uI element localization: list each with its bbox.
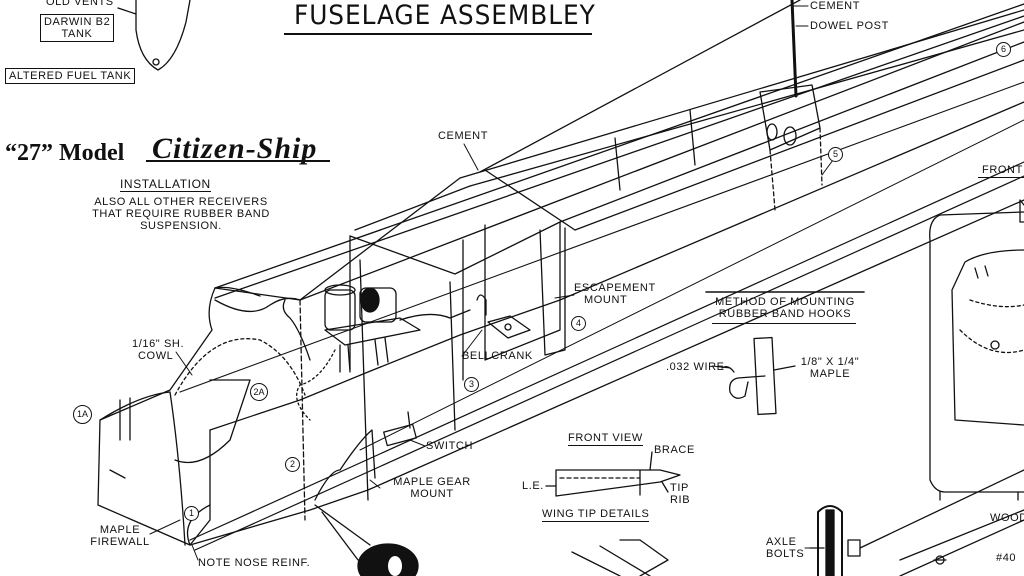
- escapement-engine: [282, 284, 471, 421]
- model-prefix: “27” Model: [5, 140, 125, 166]
- installation-heading: INSTALLATION: [120, 177, 211, 192]
- tip-rib-line: TIP: [670, 482, 689, 494]
- axle-bolts-label: AXLE BOLTS: [766, 536, 804, 560]
- callout-1a: 1A: [73, 405, 92, 424]
- dowel-post-label: DOWEL POST: [810, 20, 889, 32]
- maple-gear-line: MAPLE GEAR: [393, 476, 471, 488]
- maple-size-line: MAPLE: [809, 368, 851, 380]
- front-partial-label: FRONT: [982, 164, 1023, 176]
- cement-top-label: CEMENT: [810, 0, 861, 12]
- wing-tip-perspective: [571, 539, 669, 576]
- cowl-line: 1/16" SH.: [132, 338, 185, 350]
- installation-note-line: ALSO ALL OTHER RECEIVERS: [94, 196, 268, 208]
- wheel-detail: [357, 469, 1024, 576]
- escapement-line: MOUNT: [584, 294, 628, 306]
- maple-size-line: 1/8" X 1/4": [800, 356, 860, 368]
- wood-partial-label: WOOD: [990, 512, 1024, 524]
- wire-label: .032 WIRE: [666, 361, 725, 373]
- model-underline: [146, 160, 330, 162]
- installation-note: ALSO ALL OTHER RECEIVERS THAT REQUIRE RU…: [88, 196, 274, 232]
- leader-lines: [99, 5, 834, 561]
- method-rule: [712, 323, 856, 324]
- escapement-mount-label: ESCAPEMENT MOUNT: [574, 282, 656, 306]
- fuselage-frame: [97, 0, 1024, 561]
- darwin-tank-line: DARWIN B2: [44, 16, 111, 28]
- method-label: METHOD OF MOUNTING RUBBER BAND HOOKS: [706, 296, 864, 320]
- tip-rib-line: RIB: [670, 494, 691, 506]
- maple-firewall-line: MAPLE: [99, 524, 141, 536]
- axle-line: BOLTS: [766, 548, 805, 560]
- callout-1: 1: [184, 506, 199, 521]
- front-rule: [978, 177, 1024, 178]
- cowl-line: COWL: [138, 350, 174, 362]
- wing-tip-front-view: [545, 451, 681, 497]
- switch-label: SWITCH: [426, 440, 473, 452]
- callout-5: 5: [828, 147, 843, 162]
- bellcrank-label: BELLCRANK: [462, 350, 533, 362]
- maple-gear-label: MAPLE GEAR MOUNT: [382, 476, 482, 500]
- hook-detail: [705, 291, 865, 416]
- installation-note-line: THAT REQUIRE RUBBER BAND: [92, 208, 270, 220]
- le-label: L.E.: [522, 480, 544, 492]
- cement-mid-label: CEMENT: [438, 130, 489, 142]
- darwin-tank-line: TANK: [61, 28, 93, 40]
- sheet-title: FUSELAGE ASSEMBLEY: [294, 0, 596, 31]
- fuel-tank-sketch: [117, 0, 191, 71]
- installation-note-line: SUSPENSION.: [140, 220, 222, 232]
- old-vents-label: OLD VENTS: [46, 0, 114, 8]
- maple-gear-line: MOUNT: [410, 488, 454, 500]
- axle-line: AXLE: [766, 536, 797, 548]
- callout-2: 2: [285, 457, 300, 472]
- callout-4: 4: [571, 316, 586, 331]
- method-line: METHOD OF MOUNTING: [715, 296, 855, 308]
- number-partial-label: #40: [996, 552, 1017, 564]
- cowl-label: 1/16" SH. COWL: [132, 338, 184, 362]
- callout-2a: 2A: [250, 383, 268, 401]
- front-view-heading: FRONT VIEW: [568, 432, 643, 446]
- wing-tip-heading: WING TIP DETAILS: [542, 508, 650, 522]
- altered-tank-label: ALTERED FUEL TANK: [5, 68, 136, 84]
- title-rule: [284, 33, 592, 35]
- front-view-partial: [929, 199, 1024, 501]
- escapement-line: ESCAPEMENT: [574, 282, 656, 294]
- nose-reinf-label: NOTE NOSE REINF.: [198, 557, 311, 569]
- model-name: Citizen-Ship: [152, 132, 318, 165]
- maple-firewall-line: FIREWALL: [90, 536, 150, 548]
- method-line: RUBBER BAND HOOKS: [718, 308, 852, 320]
- maple-size-label: 1/8" X 1/4" MAPLE: [790, 356, 870, 380]
- maple-firewall-label: MAPLE FIREWALL: [84, 524, 156, 548]
- darwin-tank-label: DARWIN B2 TANK: [40, 14, 114, 42]
- tip-rib-label: TIP RIB: [670, 482, 690, 506]
- callout-3: 3: [464, 377, 479, 392]
- callout-6: 6: [996, 42, 1011, 57]
- brace-label: BRACE: [654, 444, 695, 456]
